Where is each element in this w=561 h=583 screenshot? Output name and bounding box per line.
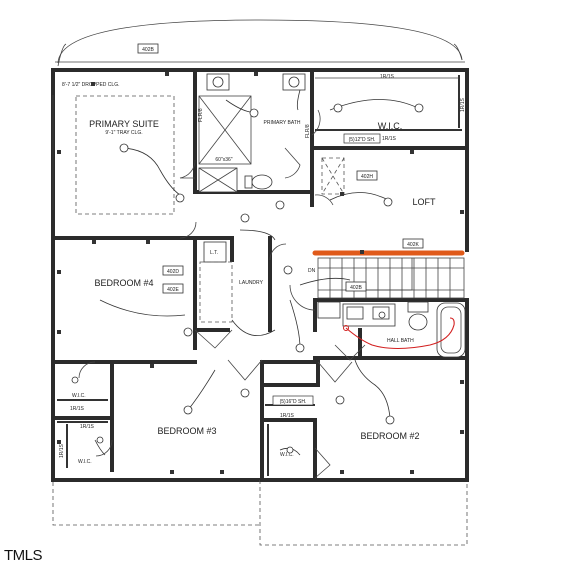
loft: LOFT 402H <box>321 157 436 207</box>
shelf-12: (5)12"D SH. <box>349 137 376 143</box>
room-primary-suite: PRIMARY SUITE <box>89 119 159 129</box>
room-bedroom-3: BEDROOM #3 <box>157 426 216 436</box>
laundry: L.T. LAUNDRY 402D 402E <box>162 241 264 323</box>
rs-top: 1R/1S <box>380 74 395 80</box>
watermark: TMLS <box>4 547 43 564</box>
attic-outline: 402B <box>55 19 465 67</box>
electrical-fixtures <box>71 103 424 454</box>
room-wic-bed2: W.I.C. <box>280 452 294 458</box>
room-wic-bed3: W.I.C. <box>78 459 92 465</box>
door-swings <box>78 109 366 479</box>
room-primary-bath: PRIMARY BATH <box>264 120 301 126</box>
flr-right: FLR/8 <box>305 124 311 138</box>
stair-dn: DN <box>308 268 316 274</box>
tray-ceiling-note: 9'-1" TRAY CLG. <box>105 130 142 136</box>
interior-walls <box>51 68 469 482</box>
room-wic-main: W.I.C. <box>378 121 403 131</box>
rs-wic: 1R/1S <box>382 136 397 142</box>
shower-size: 60"x36" <box>215 157 232 163</box>
tag-402e: 402E <box>167 287 179 293</box>
wic-left: W.I.C. 1R/1S <box>70 393 86 412</box>
flr-left: FLR/8 <box>198 108 204 122</box>
bedroom-4: BEDROOM #4 <box>94 278 153 288</box>
primary-wic: W.I.C. 1R/1S 1R/1S 1R/1S (5)12"D SH. <box>315 74 466 144</box>
room-laundry: LAUNDRY <box>239 280 263 286</box>
rs-left-wic: 1R/1S <box>70 406 85 412</box>
bedroom-2: BEDROOM #2 W.I.C. 1R/1S (5)16"D SH. <box>272 395 420 458</box>
hall-bath: HALL BATH <box>317 301 466 358</box>
electrical-wiring <box>94 89 419 456</box>
outlet-marks <box>57 72 464 474</box>
tag-402b-top: 402B <box>142 47 154 53</box>
shelf-16: (5)16"D SH. <box>280 399 307 405</box>
rs-bed3-vert: 1R/1S <box>59 443 65 458</box>
room-bedroom-2: BEDROOM #2 <box>360 431 419 441</box>
room-loft: LOFT <box>412 197 436 207</box>
bedroom-3: BEDROOM #3 W.I.C. 1R/1S 1R/1S <box>59 424 217 465</box>
primary-suite: PRIMARY SUITE 9'-1" TRAY CLG. 8'-7 1/2" … <box>52 82 175 215</box>
rs-wic-vert: 1R/1S <box>460 97 466 112</box>
rs-bed2: 1R/1S <box>280 413 295 419</box>
room-bedroom-4: BEDROOM #4 <box>94 278 153 288</box>
rs-bed3-wic: 1R/1S <box>80 424 95 430</box>
room-wic-left: W.I.C. <box>72 393 86 399</box>
primary-bath: 60"x36" PRIMARY BATH FLR/8 FLR/8 <box>198 73 311 193</box>
patio-outline <box>52 480 468 546</box>
tag-402h: 402H <box>361 174 373 180</box>
room-hall-bath: HALL BATH <box>387 338 414 344</box>
dropped-ceiling-note: 8'-7 1/2" DROPPED CLG. <box>62 82 119 88</box>
stairs: DN 402K 402B <box>308 238 465 299</box>
tag-402b-stair: 402B <box>350 285 362 291</box>
laundry-lt: L.T. <box>210 250 218 256</box>
tag-402k: 402K <box>407 242 419 248</box>
tag-402d: 402D <box>167 269 179 275</box>
